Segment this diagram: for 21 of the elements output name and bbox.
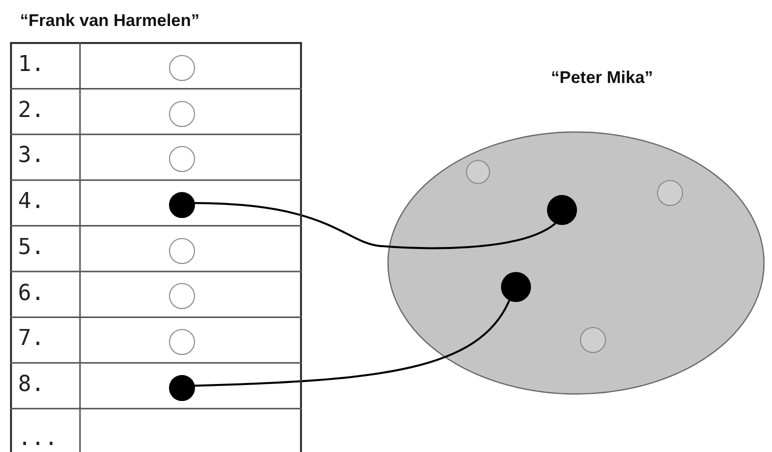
hollow-circle (169, 329, 195, 356)
row-number: 5. (18, 236, 44, 259)
row-number: 4. (18, 191, 44, 214)
row-number: 1. (18, 54, 44, 76)
row-number: 8. (18, 374, 44, 396)
row-number: 6. (18, 282, 44, 304)
group-heading: “Frank van Harmelen” (20, 11, 200, 31)
row-number: 3. (18, 145, 44, 168)
row-number: 7. (18, 328, 44, 350)
hollow-circle (169, 146, 195, 172)
hollow-circle (169, 100, 195, 127)
row-number: ... (18, 428, 58, 450)
hollow-circle (169, 54, 195, 81)
filled-dot (169, 374, 195, 401)
row-number: 2. (18, 100, 44, 122)
connector-line (192, 202, 556, 250)
hollow-circle (169, 283, 195, 310)
filled-dot (169, 192, 195, 218)
group-heading: “Peter Mika” (551, 68, 654, 88)
hollow-circle (169, 238, 195, 264)
connector-line (192, 300, 510, 387)
